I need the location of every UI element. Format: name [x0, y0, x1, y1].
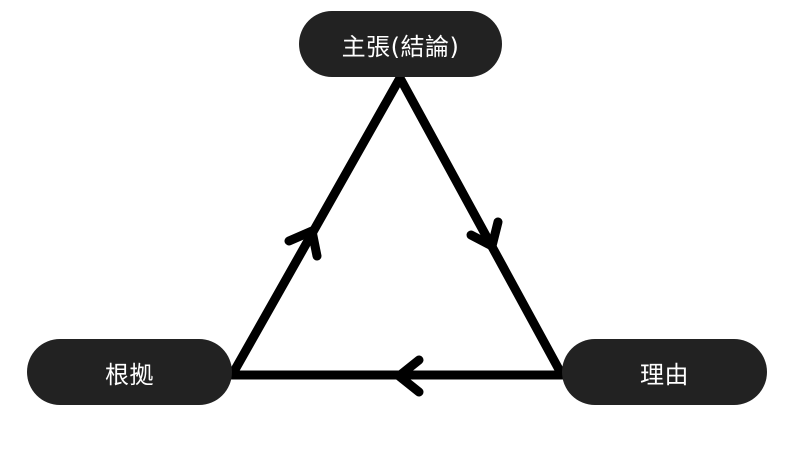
reason-node: 理由	[562, 339, 767, 405]
claim-label: 主張(結論)	[341, 32, 460, 61]
claim-node: 主張(結論)	[299, 11, 502, 77]
reason-label: 理由	[640, 360, 689, 389]
edge-evidence-to-claim	[227, 73, 405, 380]
evidence-label: 根拠	[105, 360, 154, 389]
edge-claim-to-reason	[395, 73, 567, 380]
arrowhead-claim-to-reason	[466, 217, 503, 251]
arrowhead-reason-to-evidence	[394, 355, 424, 397]
arrowhead-evidence-to-claim	[284, 226, 322, 261]
evidence-node: 根拠	[27, 339, 232, 405]
